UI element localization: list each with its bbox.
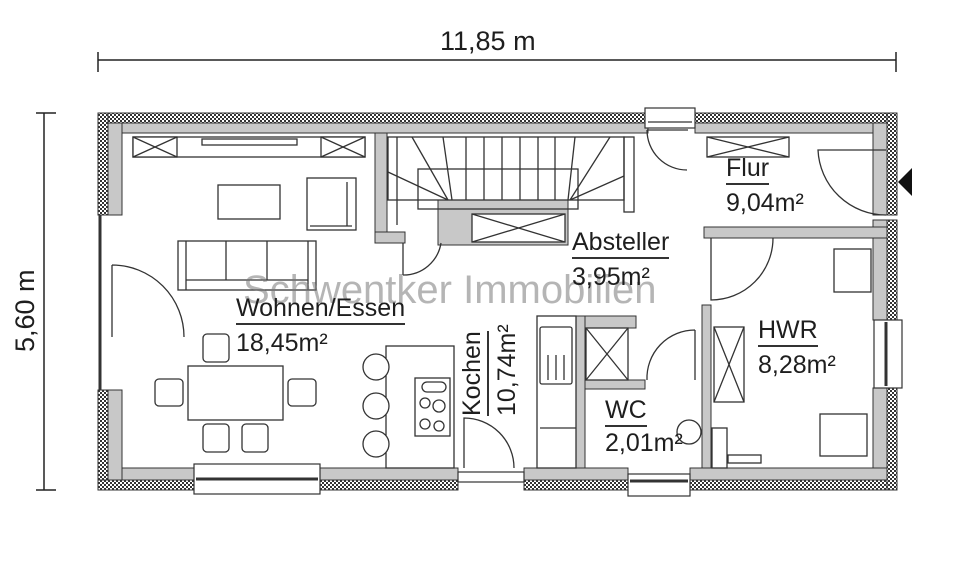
room-label-kochen: Kochen 10,74m² [458,324,521,416]
width-dimension-label: 11,85 m [440,26,536,56]
entrance-arrow-icon [898,168,912,196]
room-name: Flur [726,156,770,185]
room-name: WC [605,398,647,427]
room-label-hwr: HWR 8,28m² [758,318,836,378]
room-name: Wohnen/Essen [236,296,406,325]
room-area: 3,95m² [572,263,650,291]
room-area: 10,74m² [493,324,521,416]
room-name: Kochen [458,331,489,416]
room-label-abstellraum: Absteller 3,95m² [572,230,670,291]
staircase [387,136,635,225]
windows [98,107,903,497]
room-name: HWR [758,318,818,347]
room-label-wc: WC 2,01m² [605,398,683,456]
doors [111,129,887,469]
exterior-walls [97,112,898,491]
room-area: 18,45m² [236,329,328,357]
width-dimension-line [97,52,897,72]
watermark: Schwentker Immobilien [243,268,657,312]
furniture [132,136,872,469]
room-label-flur: Flur 9,04m² [726,156,804,216]
room-label-wohnen-essen: Wohnen/Essen 18,45m² [236,296,406,357]
height-dimension-label: 5,60 m [10,269,40,352]
room-area: 9,04m² [726,189,804,217]
room-area: 8,28m² [758,351,836,379]
height-dimension-line [36,112,56,491]
room-area: 2,01m² [605,429,683,457]
room-name: Absteller [572,230,670,259]
